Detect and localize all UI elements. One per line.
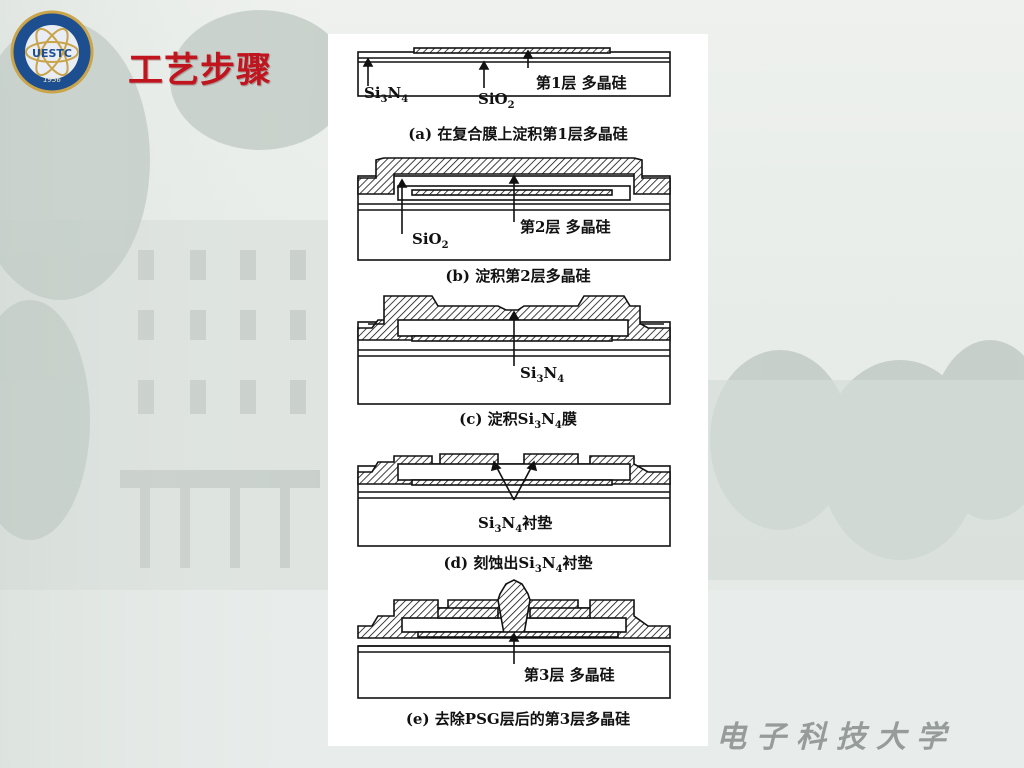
caption-b: (b) 淀积第2层多晶硅 — [445, 267, 591, 285]
university-watermark: 电子科技大学 — [716, 720, 956, 755]
process-figure: Si3N4 SiO2 第1层 多晶硅 (a) 在复合膜上淀积第1层多晶硅 SiO… — [328, 34, 708, 746]
label-a-sio2: SiO2 — [478, 90, 515, 111]
process-cross-sections — [357, 47, 671, 699]
logo-year: 1956 — [43, 76, 61, 84]
caption-e: (e) 去除PSG层后的第3层多晶硅 — [405, 710, 631, 728]
university-logo: UESTC 1956 — [10, 10, 94, 94]
label-a-si3n4: Si3N4 — [364, 84, 409, 105]
label-a-poly: 第1层 多晶硅 — [536, 74, 627, 92]
panel-e-section — [357, 579, 671, 699]
slide-title: 工艺步骤 — [128, 51, 273, 91]
label-b-poly: 第2层 多晶硅 — [520, 218, 611, 236]
label-d-pad: Si3N4衬垫 — [478, 514, 553, 535]
caption-a: (a) 在复合膜上淀积第1层多晶硅 — [408, 125, 628, 143]
label-e-poly: 第3层 多晶硅 — [524, 666, 615, 684]
logo-text: UESTC — [32, 47, 72, 60]
caption-d: (d) 刻蚀出Si3N4衬垫 — [443, 554, 593, 575]
panel-c-section — [357, 295, 671, 405]
caption-c: (c) 淀积Si3N4膜 — [459, 410, 577, 431]
panel-b-section — [357, 157, 671, 261]
panel-a-section — [357, 47, 671, 97]
label-c-si3n4: Si3N4 — [520, 364, 565, 385]
label-b-sio2: SiO2 — [412, 230, 449, 251]
panel-d-section — [357, 453, 671, 547]
